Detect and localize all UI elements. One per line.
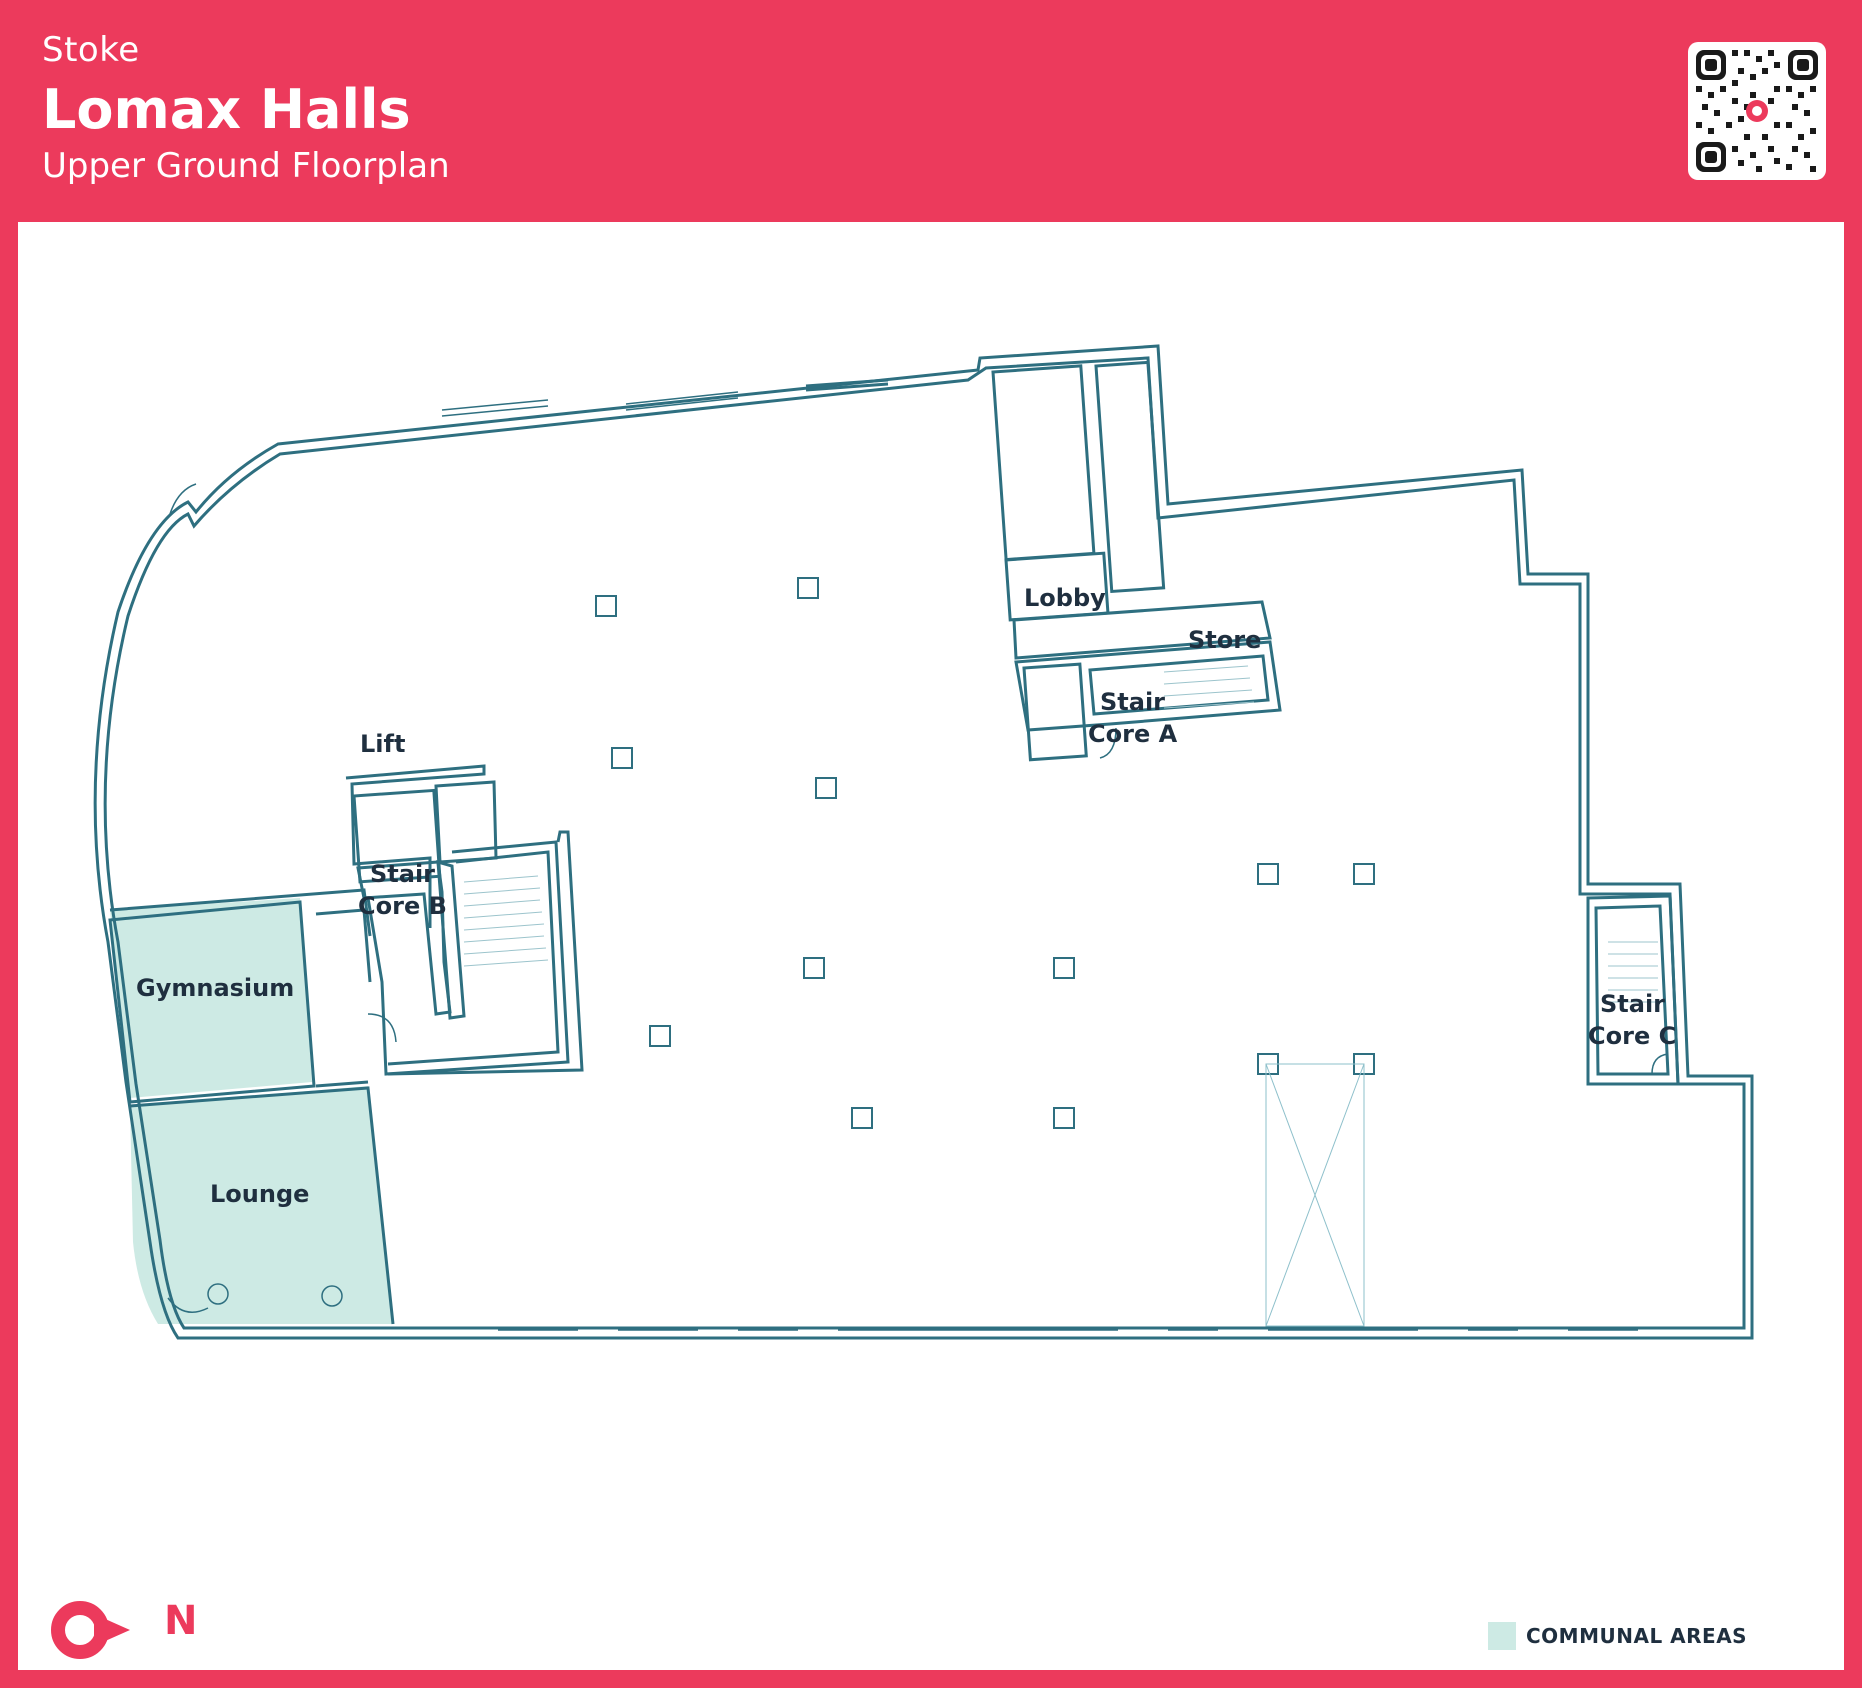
- room-label-gymnasium: Gymnasium: [136, 974, 294, 1002]
- floorplan-panel: Lobby Store Stair Core A Lift Stair Core…: [18, 222, 1844, 1670]
- gymnasium-area[interactable]: [110, 898, 312, 1098]
- header: Stoke Lomax Halls Upper Ground Floorplan: [0, 0, 1862, 222]
- room-label-stair-a-2: Core A: [1088, 720, 1178, 748]
- room-label-lift: Lift: [360, 730, 405, 758]
- lounge-area[interactable]: [130, 1086, 393, 1324]
- room-label-stair-b-1: Stair: [370, 860, 435, 888]
- room-label-store: Store: [1188, 626, 1261, 654]
- floorplan-map: Lobby Store Stair Core A Lift Stair Core…: [93, 344, 1754, 1340]
- city-name: Stoke: [42, 30, 140, 70]
- outer-wall-outer: [93, 344, 1754, 1340]
- legend: COMMUNAL AREAS: [1488, 1622, 1747, 1650]
- building-name: Lomax Halls: [42, 78, 411, 141]
- windows: [441, 378, 1638, 1331]
- outer-wall-inner: [103, 356, 1746, 1330]
- qr-code-icon[interactable]: [1688, 42, 1826, 180]
- room-label-stair-a-1: Stair: [1100, 688, 1165, 716]
- room-label-stair-c-1: Stair: [1600, 990, 1665, 1018]
- room-label-stair-c-2: Core C: [1588, 1022, 1676, 1050]
- room-label-lounge: Lounge: [210, 1180, 309, 1208]
- columns: [595, 577, 1375, 1129]
- void-marker: [1265, 1063, 1365, 1327]
- room-label-lobby: Lobby: [1024, 584, 1106, 612]
- stair-treads: [463, 665, 1658, 1003]
- floor-name: Upper Ground Floorplan: [42, 146, 450, 186]
- legend-label-communal: COMMUNAL AREAS: [1526, 1624, 1748, 1648]
- north-arrow-icon: N: [48, 1596, 197, 1666]
- doors: [167, 483, 1669, 1313]
- walls: [93, 344, 1754, 1340]
- north-label: N: [164, 1598, 198, 1644]
- legend-swatch-communal: [1488, 1622, 1516, 1650]
- room-label-stair-b-2: Core B: [358, 892, 447, 920]
